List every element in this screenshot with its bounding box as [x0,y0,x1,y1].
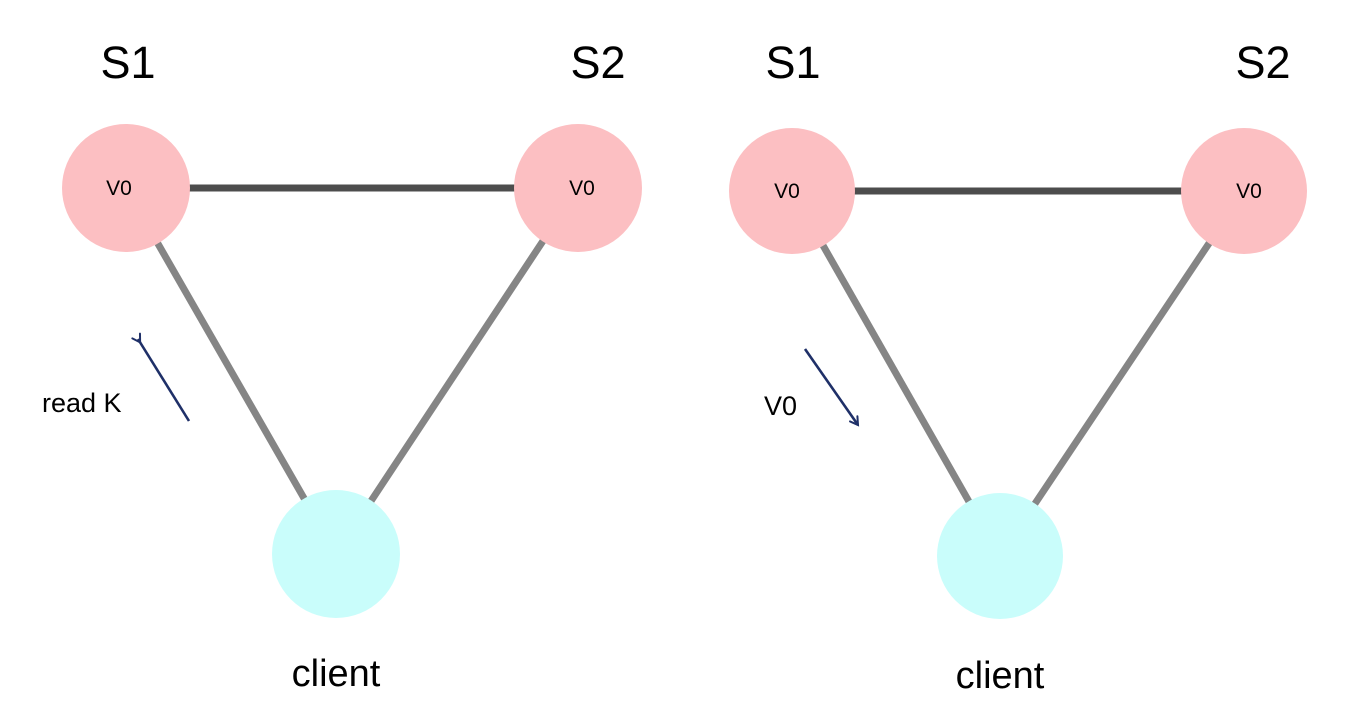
annotation-read-k-label: read K [42,388,122,418]
annotation-response-v0-arrow [803,348,860,427]
client-node[interactable] [937,493,1063,619]
server-node-s2[interactable] [1181,128,1307,254]
server-title-s1: S1 [100,37,155,88]
server-node-s1[interactable] [62,124,190,252]
server-title-s2: S2 [1235,37,1290,88]
server-node-s1[interactable] [729,128,855,254]
server-node-s1-value: V0 [774,180,800,203]
panel-right: V0 V0 S1 S2 client V0 [729,37,1307,697]
link-s1-client [788,189,1004,558]
link-s2-client [333,186,581,556]
client-node[interactable] [272,490,400,618]
annotation-read-k-arrow [131,332,191,422]
annotation-response-v0-label: V0 [764,391,797,421]
link-s2-client [997,189,1247,558]
client-caption: client [292,653,381,695]
server-node-s2-value: V0 [1236,180,1262,203]
panel-left: V0 V0 S1 S2 client read K [42,37,642,695]
client-caption: client [956,655,1045,697]
server-title-s2: S2 [570,37,625,88]
server-node-s2[interactable] [514,124,642,252]
server-node-s2-value: V0 [569,177,595,200]
link-s1-client [122,186,340,556]
server-node-s1-value: V0 [106,177,132,200]
server-title-s1: S1 [765,37,820,88]
